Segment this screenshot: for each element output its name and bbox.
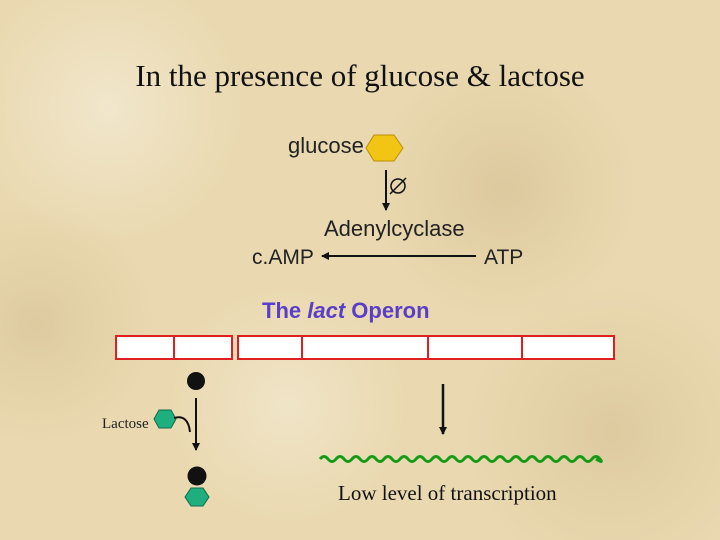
mrna-wave (318, 455, 603, 463)
lactose-label: Lactose (102, 416, 149, 432)
operon-title: The lact Operon (262, 298, 430, 324)
gene-box-p (115, 335, 175, 360)
bound-lactose-hexagon-icon (184, 487, 210, 507)
transcription-label: Low level of transcription (338, 481, 557, 505)
gene-box-z (301, 335, 429, 360)
gene-box-a (521, 335, 615, 360)
gene-box-po (237, 335, 303, 360)
glucose-label: glucose (288, 133, 364, 158)
camp-label: c.AMP (252, 246, 314, 269)
adenylcyclase-label: Adenylcyclase (324, 216, 465, 241)
inactive-repressor-dot-icon (187, 466, 207, 486)
operon-title-prefix: The (262, 298, 302, 323)
gene-box-y (427, 335, 523, 360)
operon-gene-bar (115, 335, 615, 360)
gene-box-i (173, 335, 233, 360)
inhibition-icon (389, 177, 407, 195)
lactose-curved-arrow (173, 416, 191, 433)
operon-title-italic: lact (307, 298, 346, 323)
repressor-dot-icon (187, 372, 205, 390)
operon-title-suffix: Operon (351, 298, 430, 323)
atp-label: ATP (484, 246, 524, 269)
page-title: In the presence of glucose & lactose (135, 58, 585, 93)
glucose-hexagon-icon (365, 134, 404, 162)
lactose-hexagon-icon (153, 409, 177, 429)
